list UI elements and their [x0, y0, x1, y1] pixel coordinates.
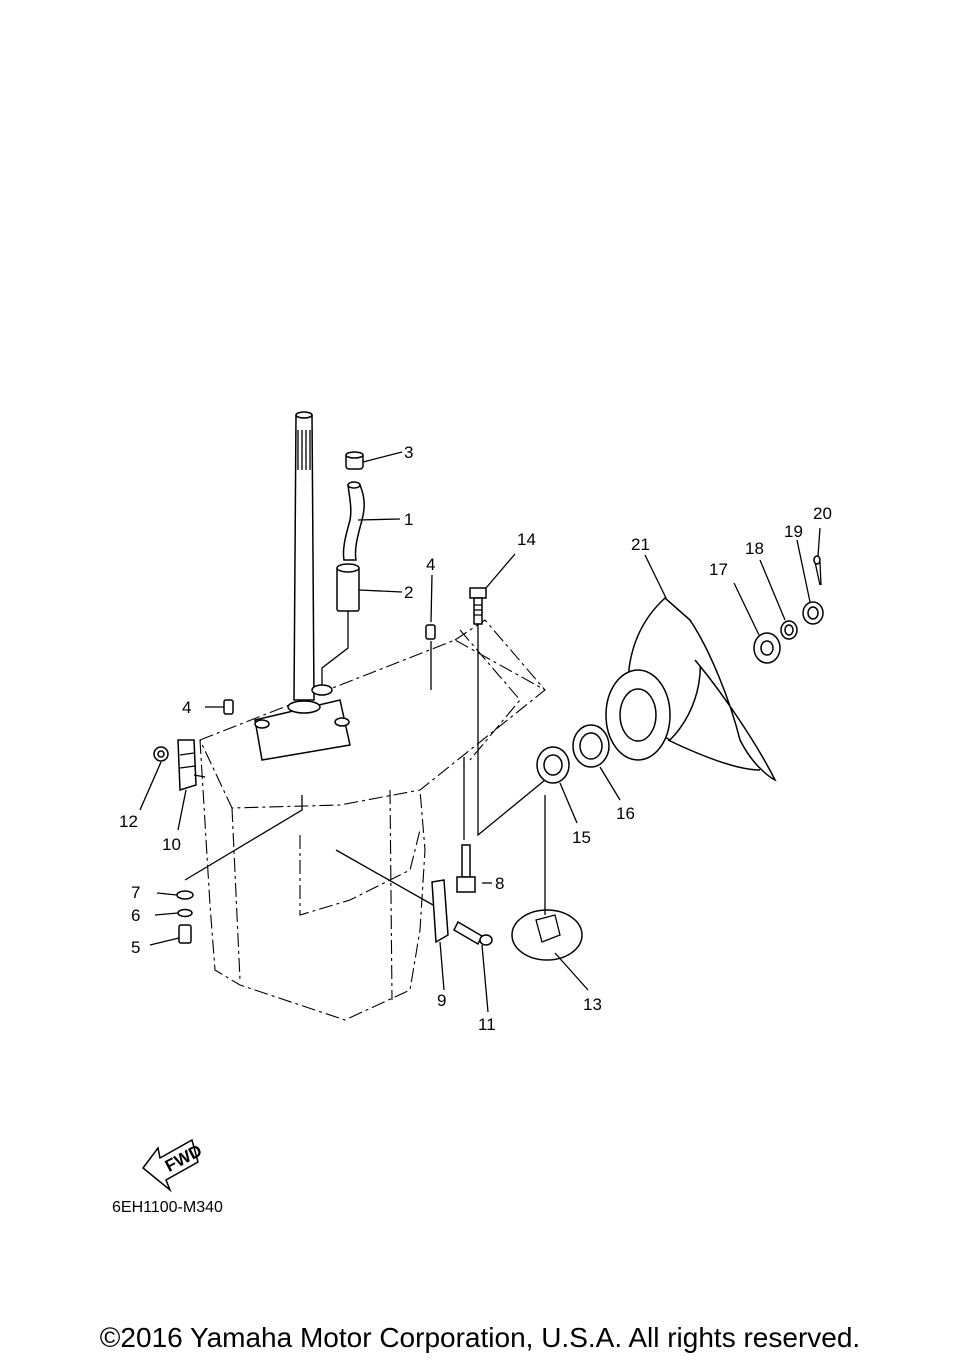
- part-1-water-tube: [342, 481, 365, 561]
- part-6-washer: [177, 908, 193, 918]
- drawing-code: 6EH1100-M340: [112, 1199, 223, 1216]
- callout-8: 8: [495, 874, 504, 893]
- part-10-anode: [177, 739, 197, 792]
- callout-4-left: 4: [182, 698, 191, 717]
- leader-lines: [139, 451, 821, 1013]
- callout-14: 14: [517, 530, 536, 549]
- callout-3: 3: [404, 443, 413, 462]
- part-9-trim-tab: [431, 879, 449, 944]
- callout-16: 16: [616, 804, 635, 823]
- copyright-notice: ©2016 Yamaha Motor Corporation, U.S.A. A…: [99, 1322, 861, 1353]
- part-13-anode-plate: [511, 909, 583, 961]
- callout-6: 6: [131, 906, 140, 925]
- part-5-bolt: [178, 924, 192, 944]
- part-8-bolt: [456, 844, 476, 893]
- part-19-nut: [802, 601, 824, 625]
- drive-shaft: [293, 411, 315, 701]
- callout-19: 19: [784, 522, 803, 541]
- callout-18: 18: [745, 539, 764, 558]
- callout-1: 1: [404, 510, 413, 529]
- lower-casing: [199, 619, 546, 1021]
- callout-2: 2: [404, 583, 413, 602]
- part-3-grommet: [345, 451, 364, 470]
- part-15-spacer: [536, 746, 570, 784]
- callout-4-upper: 4: [426, 555, 435, 574]
- part-20-cotter-pin: [813, 555, 822, 586]
- part-4-dowel-left: [223, 699, 234, 715]
- callout-10: 10: [162, 835, 181, 854]
- callout-9: 9: [437, 991, 446, 1010]
- part-21-propeller: [605, 596, 777, 782]
- callout-labels: 1 2 3 4 4 5 6 7 8 9 10 11 12 13 14 15 16…: [119, 443, 832, 1034]
- callout-13: 13: [583, 995, 602, 1014]
- callout-21: 21: [631, 535, 650, 554]
- callout-20: 20: [813, 504, 832, 523]
- part-7-washer: [176, 890, 194, 900]
- callout-5: 5: [131, 938, 140, 957]
- part-11-bolt: [453, 920, 493, 946]
- callout-17: 17: [709, 560, 728, 579]
- part-14-bolt: [469, 587, 487, 625]
- part-4-dowel-upper: [425, 624, 436, 640]
- part-17-spacer: [753, 632, 781, 664]
- water-pump-base: [254, 684, 351, 761]
- callout-15: 15: [572, 828, 591, 847]
- fwd-arrow-icon: FWD: [141, 1138, 205, 1193]
- part-12-nut: [153, 746, 169, 762]
- part-16-thrust-washer: [572, 724, 610, 768]
- callout-7: 7: [131, 883, 140, 902]
- callout-11: 11: [478, 1015, 496, 1034]
- callout-12: 12: [119, 812, 138, 831]
- part-18-washer: [780, 620, 798, 640]
- part-2-seal: [336, 563, 360, 612]
